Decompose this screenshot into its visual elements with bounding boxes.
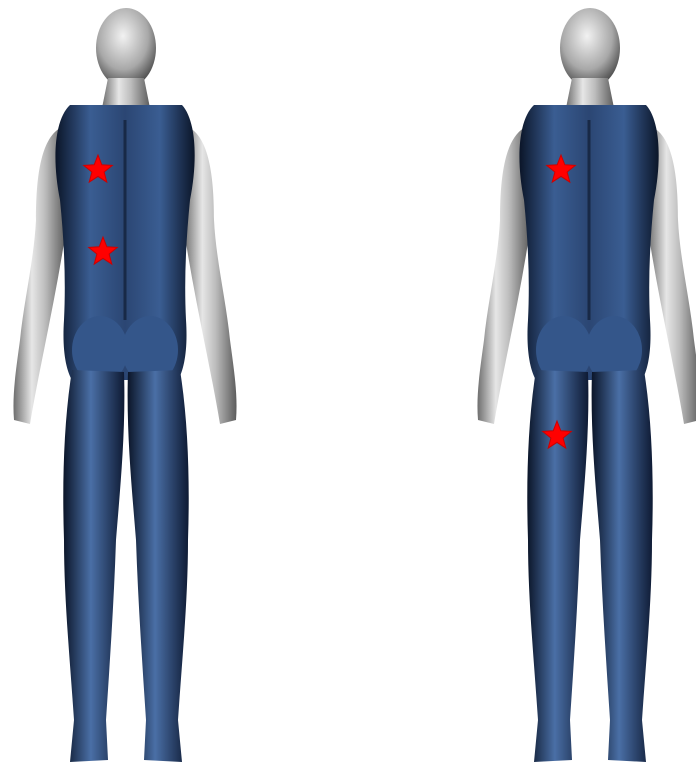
head: [560, 8, 620, 88]
neck: [566, 78, 614, 108]
body-figure-left: [0, 0, 260, 774]
head: [96, 8, 156, 88]
left-leg: [63, 370, 124, 762]
body-figure-right: [464, 0, 696, 774]
neck: [102, 78, 150, 108]
right-leg: [592, 370, 653, 762]
body-back-view: [464, 0, 696, 774]
right-leg: [128, 370, 189, 762]
body-back-view: [0, 0, 260, 774]
